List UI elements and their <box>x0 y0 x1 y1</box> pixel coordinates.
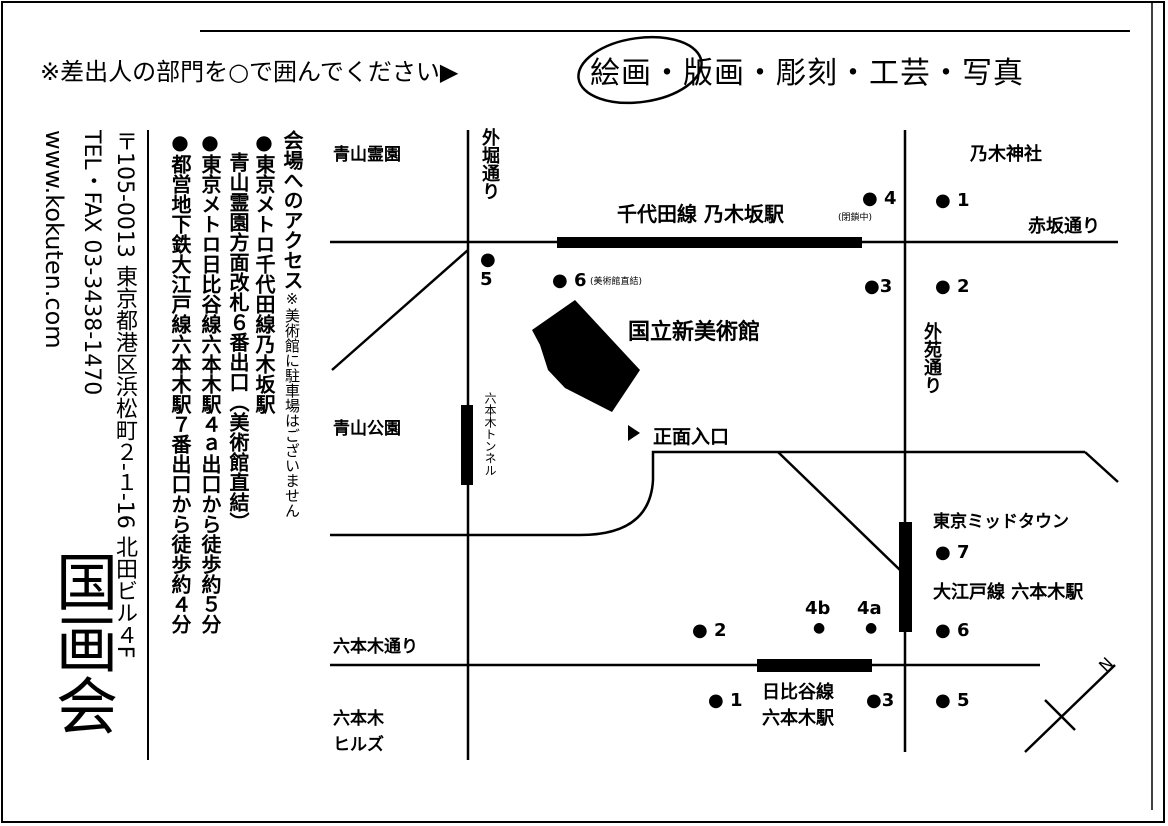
exit-o7: ● 7 <box>935 542 970 563</box>
exit-h1: ● 1 <box>708 690 743 711</box>
exit-o6: ● 6 <box>935 620 970 641</box>
road-east-diagonal <box>1084 451 1119 483</box>
exit-o5: ● 5 <box>935 690 970 711</box>
north-arrow-cross <box>1044 699 1076 731</box>
hibiya-station-bar <box>757 659 872 672</box>
label-hibiya-station: 日比谷線六本木駅 <box>762 682 834 729</box>
exit-h3: ●3 <box>866 690 895 711</box>
entrance-arrow-icon <box>628 425 640 441</box>
label-midtown: 東京ミッドタウン <box>933 512 1069 532</box>
exit-h4a-label: 4a <box>857 598 882 619</box>
label-gaien-dori: 外苑通り <box>921 322 942 394</box>
access-title: 会場へのアクセス※美術館に駐車場はございません <box>280 130 304 518</box>
label-sotobori: 外堀通り <box>479 128 500 200</box>
exit-h4b-dot: ● <box>813 620 826 636</box>
north-arrow-line <box>1024 664 1116 753</box>
organization-logo: 国画会 <box>45 550 118 736</box>
department-photo[interactable]: ・写真 <box>931 56 1024 91</box>
exit-h4a-dot: ● <box>865 620 878 636</box>
label-akasaka-dori: 赤坂通り <box>1028 216 1100 237</box>
route-hibiya: ●東京メトロ日比谷線六本木駅４ａ出口から徒歩約５分 <box>198 130 222 634</box>
route-oedo: ●都営地下鉄大江戸線六本木駅７番出口から徒歩約４分 <box>168 130 192 634</box>
label-nogi-shrine: 乃木神社 <box>970 144 1042 165</box>
department-circle <box>577 35 703 105</box>
label-oedo-station: 大江戸線 六本木駅 <box>933 582 1084 603</box>
route-chiyoda: ●東京メトロ千代田線乃木坂駅 <box>252 130 276 414</box>
road-diagonal-nw <box>331 249 469 371</box>
exit-c6: ● 6 <box>552 270 587 291</box>
label-aoyama-cemetery: 青山霊園 <box>333 145 401 165</box>
department-sculpture[interactable]: ・彫刻 <box>745 56 838 91</box>
oedo-station-bar <box>899 522 912 632</box>
instruction-text: ※差出人の部門を○で囲んでください▶ <box>40 58 459 86</box>
label-chiyoda-station: 千代田線 乃木坂駅 <box>617 202 784 226</box>
label-aoyama-park: 青山公園 <box>333 419 401 439</box>
road-midtown-diagonal <box>777 451 901 571</box>
label-main-entrance: 正面入口 <box>653 426 730 448</box>
department-painting[interactable]: 絵画 <box>590 56 652 91</box>
roppongi-tunnel-bar <box>461 405 473 485</box>
label-roppongi-hills: 六本木ヒルズ <box>333 709 384 755</box>
department-print[interactable]: ・版画 <box>652 56 745 91</box>
chiyoda-station-bar <box>557 237 862 248</box>
exit-c3: ●3 <box>864 276 893 297</box>
exit-c4: ● 4 <box>862 188 897 209</box>
exit4-note: (閉鎖中) <box>838 213 873 223</box>
label-roppongi-dori: 六本木通り <box>333 637 418 657</box>
exit-h4b-label: 4b <box>805 598 831 619</box>
website-link[interactable]: www.kokuten.com <box>40 130 68 349</box>
exit-c1: ● 1 <box>935 190 970 211</box>
road-museum-south <box>330 450 1085 537</box>
parking-note: ※美術館に駐車場はございません <box>283 290 301 518</box>
route-chiyoda-exit: 青山霊園方面改札６番出口（美術館直結） <box>226 152 250 532</box>
exit-c2: ● 2 <box>935 276 970 297</box>
department-options: 絵画・版画・彫刻・工芸・写真 <box>590 48 1024 92</box>
label-museum: 国立新美術館 <box>628 320 761 345</box>
exit6-note: (美術館直結) <box>590 277 643 287</box>
address: 〒105-0013 東京都港区浜松町２-１-16 北田ビル４F <box>112 130 137 659</box>
label-roppongi-tunnel: 六本木トンネル <box>483 392 497 476</box>
exit-c5: ●5 <box>480 249 496 290</box>
department-crafts[interactable]: ・工芸 <box>838 56 931 91</box>
tel-fax: TEL・FAX 03-3438-1470 <box>79 130 104 396</box>
exit-h2: ● 2 <box>692 620 727 641</box>
museum-building <box>532 300 640 412</box>
